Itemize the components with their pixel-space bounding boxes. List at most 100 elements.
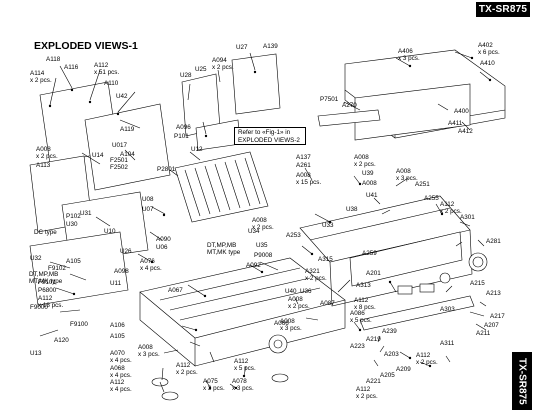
part-callout-a400: A400: [454, 108, 469, 115]
part-quantity: x 51 pcs.: [94, 69, 120, 77]
part-number: A311: [440, 340, 455, 347]
part-number: A209: [396, 366, 411, 373]
part-number: F2502: [110, 164, 128, 171]
part-number: A078: [232, 378, 247, 385]
part-quantity: x 3 pcs.: [138, 351, 160, 359]
part-number: A217: [490, 313, 505, 320]
part-number: A096: [176, 124, 191, 131]
part-number: F9102: [48, 265, 66, 272]
part-number: A094: [212, 57, 227, 64]
part-number: A068: [110, 365, 125, 372]
part-callout-u41: U41: [366, 192, 378, 199]
part-callout-p2801: P2801: [157, 166, 175, 173]
part-callout-a217: A217: [490, 313, 505, 320]
part-number: A406: [398, 48, 413, 55]
part-number: A221: [366, 378, 381, 385]
part-callout-a207: A207: [484, 322, 499, 329]
knob-drawing: [468, 252, 488, 272]
part-callout-u10: U10: [104, 228, 116, 235]
part-number: A118: [46, 56, 61, 63]
part-number: A112: [416, 352, 431, 359]
part-callout-a092: A092: [246, 262, 261, 269]
part-number: A137: [296, 154, 311, 161]
model-type-note-line1: DT,MP,MB: [29, 271, 59, 278]
part-callout-a255: A255: [424, 195, 439, 202]
part-number: A008: [36, 146, 51, 153]
part-number: U40: [285, 288, 297, 295]
part-number: A110: [104, 80, 119, 87]
display-window-drawing: [349, 231, 463, 287]
part-callout-u32: U32: [30, 255, 42, 262]
part-number: A112: [440, 201, 455, 208]
part-quantity: x 2 pcs.: [252, 224, 274, 232]
part-number: U39: [362, 170, 374, 177]
part-number: A139: [263, 43, 278, 50]
part-quantity: x 2 pcs.: [36, 153, 58, 161]
part-number: A112: [356, 386, 371, 393]
part-number: A092: [246, 262, 261, 269]
part-number: A201: [366, 270, 381, 277]
part-quantity: x 2 pcs.: [30, 77, 52, 85]
part-callout-a110: A110: [104, 80, 118, 87]
part-number: A410: [480, 60, 495, 67]
part-number: A105: [66, 258, 81, 265]
part-callout-f9100: F9100: [70, 321, 88, 328]
part-number: A239: [382, 328, 397, 335]
part-number: U41: [366, 192, 378, 199]
part-quantity: x 4 pcs.: [110, 386, 132, 394]
part-number: A112: [110, 379, 125, 386]
part-callout-p7501: P7501: [320, 96, 338, 103]
part-number: A411: [448, 120, 463, 127]
part-number: F2501: [110, 157, 128, 164]
part-number: U42: [116, 93, 128, 100]
side-tab: TX-SR875: [512, 352, 532, 410]
part-number: F9100: [70, 321, 88, 328]
part-number: A008: [362, 180, 377, 187]
part-callout-a259: A259: [362, 250, 377, 257]
part-callout-a412: A412: [458, 128, 473, 135]
reference-note: Refer to «Fig-1» in EXPLODED VIEWS-2: [234, 127, 306, 145]
part-number: A106: [110, 322, 125, 329]
part-callout-a215: A215: [470, 280, 485, 287]
part-callout-u39: U39: [362, 170, 374, 177]
part-number: U017: [112, 142, 128, 149]
part-callout-u25: U25: [195, 66, 207, 73]
part-number: A090: [156, 236, 171, 243]
part-number: U07: [142, 206, 154, 213]
part-callout-f9101: F9101: [38, 279, 56, 286]
part-callout-a261: A261: [296, 162, 311, 169]
front-bar-drawing: [359, 295, 475, 331]
part-number: A255: [424, 195, 439, 202]
part-quantity: x 2 pcs.: [176, 369, 198, 377]
model-type-note-line2: MT,MK type: [29, 278, 63, 286]
side-panel-drawing: [354, 83, 471, 141]
part-number: A412: [458, 128, 473, 135]
part-callout-a301: A301: [460, 214, 475, 221]
part-number: U26: [120, 248, 132, 255]
part-callout-u35: U35: [256, 242, 268, 249]
part-callout-u28: U28: [180, 72, 192, 79]
part-number: A067: [168, 287, 183, 294]
part-callout-a410: A410: [480, 60, 495, 67]
part-number: A281: [486, 238, 501, 245]
part-number: A303: [440, 306, 455, 313]
part-number: A313: [356, 282, 371, 289]
part-number: P6800: [38, 287, 57, 294]
part-number: U35: [256, 242, 268, 249]
part-quantity: x 3 pcs.: [396, 175, 418, 183]
part-number: A116: [64, 64, 79, 71]
part-callout-u017: U017: [112, 142, 127, 149]
part-number: A105: [110, 333, 125, 340]
part-callout-u27: U27: [236, 44, 248, 51]
part-number: U14: [92, 152, 104, 159]
